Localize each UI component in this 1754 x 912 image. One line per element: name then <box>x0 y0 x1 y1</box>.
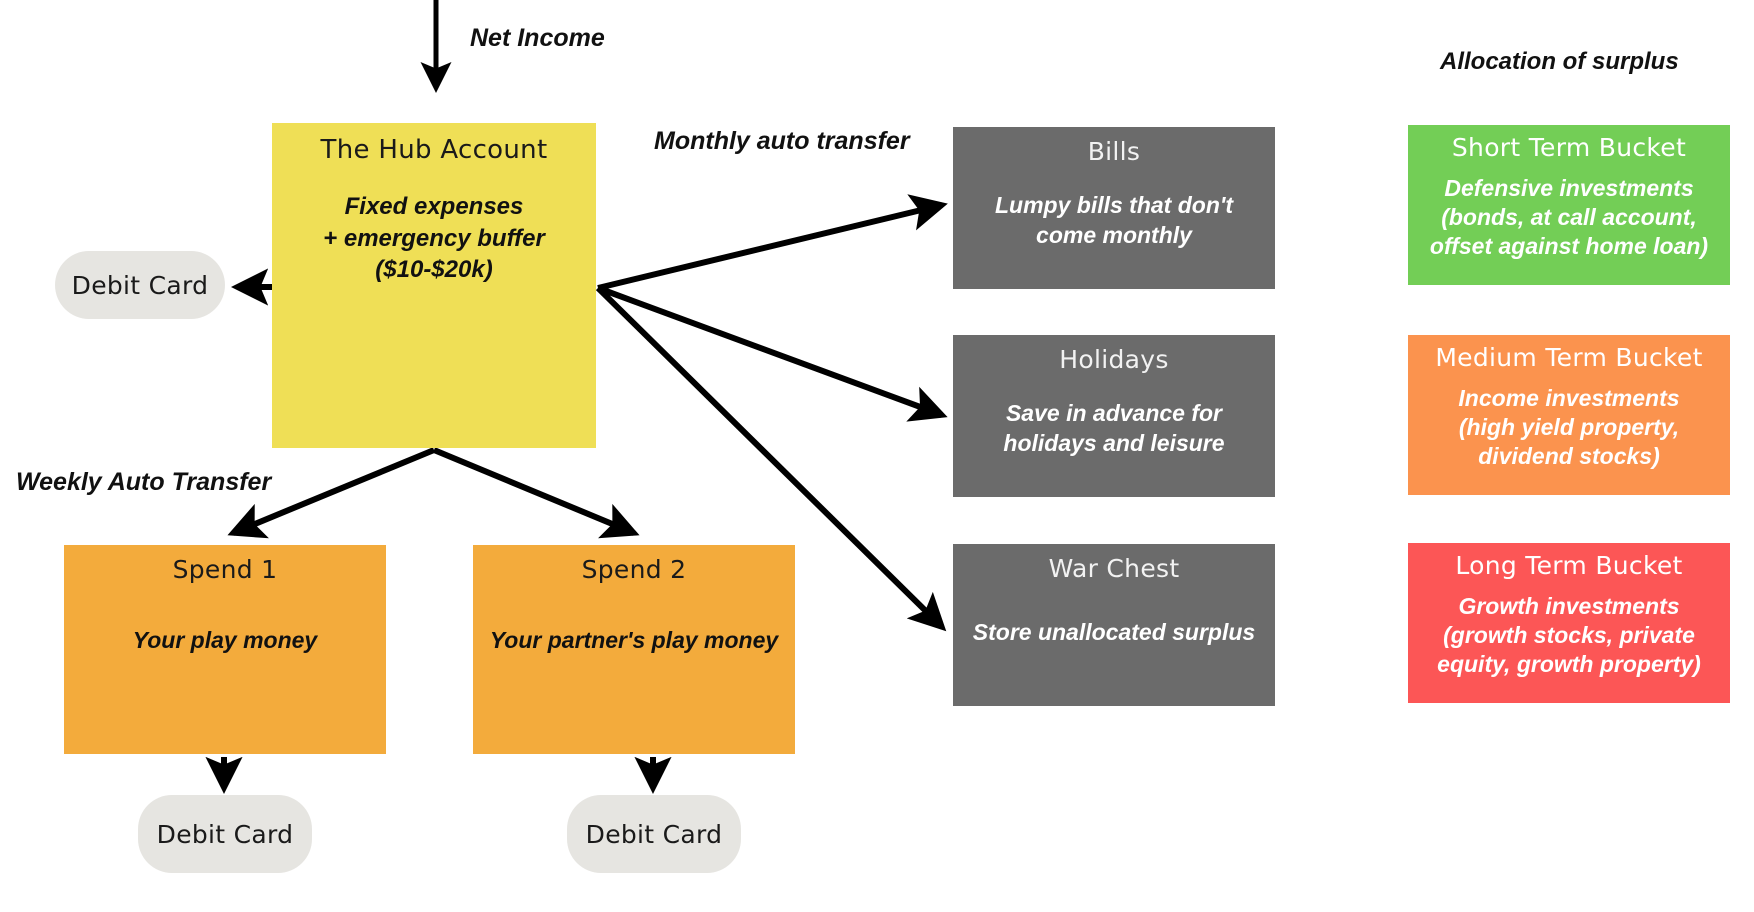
hub-account-body: Fixed expenses + emergency buffer ($10-$… <box>323 193 545 284</box>
node-debit-card-spend-2[interactable]: Debit Card <box>567 795 741 873</box>
medium-term-bucket-title: Medium Term Bucket <box>1435 343 1703 372</box>
node-long-term-bucket[interactable]: Long Term Bucket Growth investments (gro… <box>1408 543 1730 703</box>
spend-2-title: Spend 2 <box>581 555 687 584</box>
short-term-bucket-title: Short Term Bucket <box>1451 133 1687 162</box>
spend-2-body: Your partner's play money <box>489 627 779 653</box>
node-spend-2[interactable]: Spend 2 Your partner's play money <box>473 545 795 754</box>
bills-body: Lumpy bills that don't come monthly <box>994 192 1233 249</box>
node-medium-term-bucket[interactable]: Medium Term Bucket Income investments (h… <box>1408 335 1730 495</box>
long-term-bucket-body: Growth investments (growth stocks, priva… <box>1437 593 1701 677</box>
bills-title: Bills <box>1087 137 1141 166</box>
arrow-hub-to-holidays <box>596 285 948 422</box>
label-net-income: Net Income <box>470 24 605 52</box>
war-chest-body: Store unallocated surplus <box>972 619 1256 645</box>
arrow-hub-to-bills <box>597 194 948 291</box>
label-allocation-of-surplus: Allocation of surplus <box>1440 48 1679 75</box>
arrow-hub-to-spend-2 <box>432 447 640 539</box>
war-chest-title: War Chest <box>1048 554 1180 583</box>
medium-term-bucket-body: Income investments (high yield property,… <box>1458 385 1680 469</box>
label-weekly-auto-transfer: Weekly Auto Transfer <box>16 468 272 496</box>
short-term-bucket-body: Defensive investments (bonds, at call ac… <box>1429 175 1709 259</box>
node-hub-account[interactable]: The Hub Account Fixed expenses + emergen… <box>272 123 596 448</box>
node-bills[interactable]: Bills Lumpy bills that don't come monthl… <box>953 127 1275 289</box>
spend-1-body: Your play money <box>132 627 318 653</box>
node-debit-card-spend-1[interactable]: Debit Card <box>138 795 312 873</box>
holidays-body: Save in advance for holidays and leisure <box>1003 400 1225 457</box>
spend-1-title: Spend 1 <box>172 555 278 584</box>
long-term-bucket-title: Long Term Bucket <box>1455 551 1683 580</box>
hub-account-title: The Hub Account <box>320 135 548 165</box>
node-short-term-bucket[interactable]: Short Term Bucket Defensive investments … <box>1408 125 1730 285</box>
node-holidays[interactable]: Holidays Save in advance for holidays an… <box>953 335 1275 497</box>
node-spend-1[interactable]: Spend 1 Your play money <box>64 545 386 754</box>
node-debit-card-hub[interactable]: Debit Card <box>55 251 225 319</box>
node-war-chest[interactable]: War Chest Store unallocated surplus <box>953 544 1275 706</box>
holidays-title: Holidays <box>1059 345 1169 374</box>
label-monthly-auto-transfer: Monthly auto transfer <box>654 127 910 155</box>
